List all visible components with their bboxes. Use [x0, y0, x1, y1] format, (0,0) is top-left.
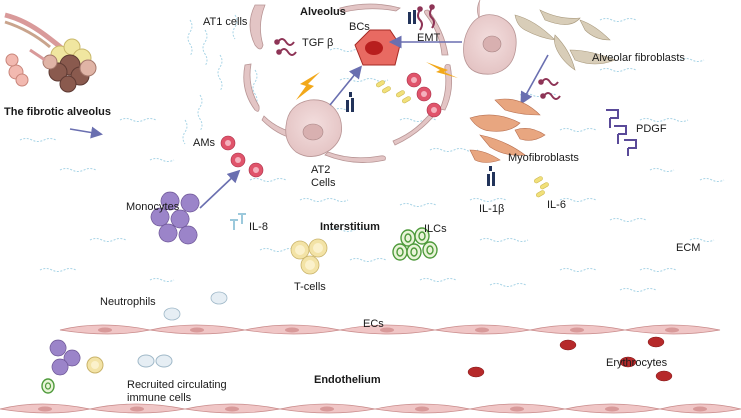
label-myofibroblasts: Myofibroblasts — [508, 152, 579, 164]
label-emt: EMT — [417, 32, 441, 44]
label-recruited-line1: Recruited circulating — [127, 379, 227, 391]
label-fibrotic-alveolus: The fibrotic alveolus — [4, 106, 111, 118]
label-il-6: IL-6 — [547, 199, 566, 211]
label-at1-cells: AT1 cells — [203, 16, 248, 28]
label-at2-line1: AT2 — [311, 164, 331, 176]
neutrophil-interstitial — [163, 291, 228, 321]
label-t-cells: T-cells — [294, 281, 326, 293]
ilc-cells — [392, 227, 438, 261]
label-bcs: BCs — [349, 21, 370, 33]
il-8-icons — [230, 213, 246, 230]
label-endothelium: Endothelium — [314, 374, 381, 386]
diagram-arrows — [199, 35, 549, 209]
alveolar-fibroblasts — [514, 9, 616, 71]
label-ilcs: ILCs — [424, 223, 447, 235]
label-at2-line2: Cells — [311, 177, 336, 189]
t-cells — [290, 238, 328, 275]
label-il-1b: IL-1β — [479, 203, 505, 215]
alveolus-epithelium — [243, 0, 481, 163]
label-il-8: IL-8 — [249, 221, 268, 233]
label-tgf-beta: TGF β — [302, 37, 334, 49]
label-alveolus: Alveolus — [300, 6, 346, 18]
emt-cell — [463, 14, 517, 75]
label-pdgf: PDGF — [636, 123, 667, 135]
circulating-immune-cells — [41, 339, 173, 394]
label-neutrophils: Neutrophils — [100, 296, 156, 308]
monocytes — [150, 191, 200, 245]
ecm-fibers — [19, 14, 725, 292]
label-alveolar-fibroblasts: Alveolar fibroblasts — [592, 52, 685, 64]
fibrotic-alveolus-illustration — [4, 12, 97, 93]
myofibroblasts — [469, 98, 546, 163]
endothelial-layer-bottom — [0, 403, 741, 414]
il-6-icons — [376, 80, 549, 198]
endothelial-layer-top — [59, 324, 721, 335]
pdgf-icons — [606, 109, 637, 156]
il-1b-icons — [346, 10, 495, 186]
fibrotic-alveolus-arrow — [69, 126, 103, 139]
label-erythrocytes: Erythrocytes — [606, 357, 668, 369]
tgf-beta-icons — [274, 4, 561, 100]
bc-cell — [354, 29, 401, 66]
alveolar-macrophages — [220, 72, 442, 178]
erythrocytes — [467, 336, 673, 382]
label-recruited-line2: immune cells — [127, 392, 192, 404]
label-monocytes: Monocytes — [126, 201, 180, 213]
label-ecm: ECM — [676, 242, 701, 254]
label-interstitium: Interstitium — [320, 221, 380, 233]
lightning-icons — [296, 62, 458, 100]
at2-cell — [285, 99, 343, 157]
label-ams: AMs — [193, 137, 215, 149]
label-ecs: ECs — [363, 318, 384, 330]
